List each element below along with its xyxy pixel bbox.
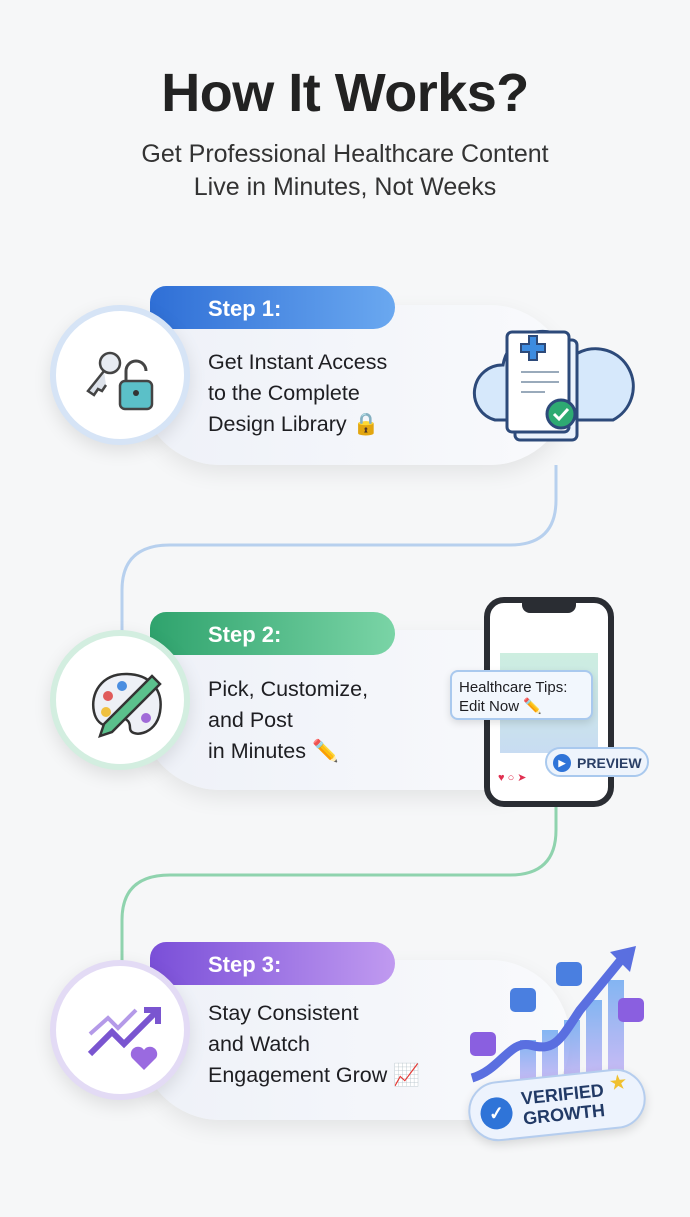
tooltip-action: Edit Now ✏️ (459, 698, 542, 715)
text-line: Get Instant Access (208, 350, 388, 374)
play-icon: ▶ (553, 754, 571, 772)
key-and-unlocked-padlock-icon (86, 351, 154, 411)
palette-and-pencil-icon (91, 672, 162, 738)
subtitle-line: Live in Minutes, Not Weeks (193, 173, 497, 201)
text-line: to the Complete (208, 381, 360, 405)
step-1-icon-circle (50, 305, 190, 445)
edit-tooltip[interactable]: Healthcare Tips: Edit Now ✏️ (450, 670, 593, 720)
share-icon (556, 962, 582, 986)
preview-button[interactable]: ▶ PREVIEW (545, 747, 649, 777)
page-title: How It Works? (161, 63, 529, 123)
forward-icon (618, 998, 644, 1022)
step-3-icon-circle (50, 960, 190, 1100)
phone-notch (522, 601, 576, 613)
text-line: Engagement Grow 📈 (208, 1063, 421, 1087)
post-actions: ♥ ○ ➤ (498, 772, 527, 784)
preview-label: PREVIEW (577, 755, 642, 771)
text-line: Pick, Customize, (208, 677, 369, 701)
step-2-icon-circle (50, 630, 190, 770)
growth-chart (470, 946, 644, 1090)
trend-heart-icon (87, 1007, 161, 1070)
text-line: Stay Consistent (208, 1001, 359, 1025)
text-line: and Post (208, 708, 293, 732)
tooltip-title: Healthcare Tips: (459, 679, 568, 696)
text-line: and Watch (208, 1032, 310, 1056)
comment-icon (510, 988, 536, 1012)
like-icon (470, 1032, 496, 1056)
text-line: in Minutes ✏️ (208, 739, 339, 763)
step-3-tab: Step 3: (150, 942, 395, 985)
subtitle-line: Get Professional Healthcare Content (141, 140, 549, 168)
star-icon: ★ (608, 1071, 628, 1094)
step-1-tab: Step 1: (150, 286, 395, 329)
text-line: Design Library 🔒 (208, 412, 380, 436)
verified-check-icon: ✓ (478, 1095, 515, 1131)
step-2-tab: Step 2: (150, 612, 395, 655)
cloud-document-icon (472, 329, 635, 442)
step-2-text: Pick, Customize, and Post in Minutes ✏️ (208, 674, 368, 767)
